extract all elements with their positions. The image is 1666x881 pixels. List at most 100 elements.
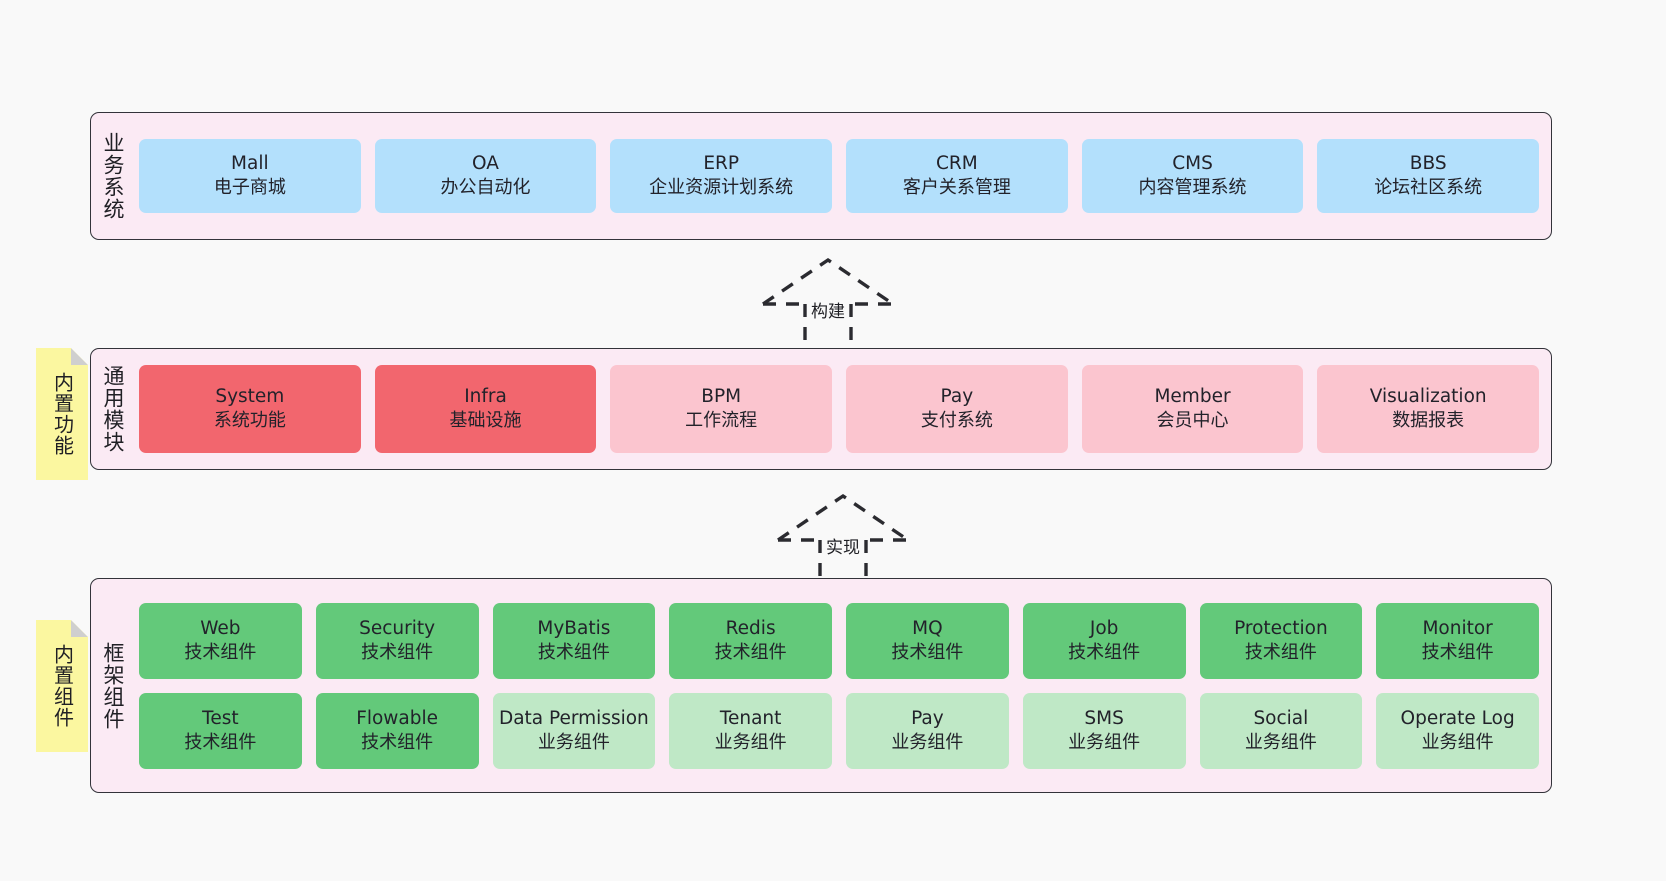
card-cms[interactable]: CMS 内容管理系统 (1081, 139, 1304, 213)
note-builtin-features-label: 内置功能 (50, 372, 75, 456)
card-test-en: Test (202, 707, 239, 729)
framework-row-technical: Web 技术组件 Security 技术组件 MyBatis 技术组件 Redi… (139, 602, 1539, 679)
card-web-en: Web (200, 617, 241, 639)
connector-build-label: 构建 (808, 296, 848, 323)
card-infra-en: Infra (464, 386, 507, 408)
card-mq[interactable]: MQ 技术组件 (846, 602, 1009, 679)
layer-common-modules-title: 通用模块 (100, 365, 125, 453)
card-monitor[interactable]: Monitor 技术组件 (1376, 602, 1539, 679)
note-builtin-features: 内置功能 (36, 348, 88, 480)
card-protection-cn: 技术组件 (1244, 641, 1317, 663)
card-test-cn: 技术组件 (184, 731, 257, 753)
layer-business-systems-title: 业务系统 (100, 132, 125, 220)
card-monitor-cn: 技术组件 (1421, 641, 1494, 663)
card-job[interactable]: Job 技术组件 (1022, 602, 1186, 679)
connector-implement: 实现 (768, 488, 918, 588)
card-pay-module[interactable]: Pay 支付系统 (846, 365, 1068, 453)
card-member-cn: 会员中心 (1156, 410, 1229, 432)
card-flowable-en: Flowable (356, 707, 439, 729)
layer-framework-components: 框架组件 Web 技术组件 Security 技术组件 MyBatis 技术组件… (90, 578, 1552, 793)
card-oa-cn: 办公自动化 (440, 177, 531, 199)
card-flowable-cn: 技术组件 (361, 731, 434, 753)
card-mall[interactable]: Mall 电子商城 (139, 139, 361, 213)
card-infra[interactable]: Infra 基础设施 (374, 365, 597, 453)
card-sms[interactable]: SMS 业务组件 (1022, 692, 1186, 769)
common-modules-card-group: System 系统功能 Infra 基础设施 BPM 工作流程 Pay 支付系统… (133, 349, 1551, 469)
note-builtin-components: 内置组件 (36, 620, 88, 752)
card-job-cn: 技术组件 (1068, 641, 1141, 663)
card-bpm[interactable]: BPM 工作流程 (610, 365, 833, 453)
card-erp[interactable]: ERP 企业资源计划系统 (610, 139, 833, 213)
card-cms-cn: 内容管理系统 (1138, 177, 1247, 199)
card-mq-cn: 技术组件 (891, 641, 964, 663)
card-security-en: Security (359, 617, 436, 639)
card-security[interactable]: Security 技术组件 (315, 602, 479, 679)
card-system-cn: 系统功能 (213, 410, 286, 432)
card-erp-cn: 企业资源计划系统 (649, 177, 794, 199)
card-redis-cn: 技术组件 (714, 641, 787, 663)
card-mybatis-cn: 技术组件 (537, 641, 610, 663)
card-mq-en: MQ (912, 617, 943, 639)
card-bpm-en: BPM (701, 386, 742, 408)
card-social-en: Social (1253, 707, 1309, 729)
note-builtin-components-label: 内置组件 (50, 644, 75, 728)
card-flowable[interactable]: Flowable 技术组件 (315, 692, 479, 769)
card-redis-en: Redis (725, 617, 776, 639)
framework-components-card-group: Web 技术组件 Security 技术组件 MyBatis 技术组件 Redi… (133, 579, 1551, 792)
card-social[interactable]: Social 业务组件 (1199, 692, 1363, 769)
card-bpm-cn: 工作流程 (685, 410, 758, 432)
card-monitor-en: Monitor (1422, 617, 1493, 639)
note-fold-corner-icon (71, 348, 88, 365)
card-erp-en: ERP (703, 153, 740, 175)
card-data-permission[interactable]: Data Permission 业务组件 (492, 692, 656, 769)
card-operate-log[interactable]: Operate Log 业务组件 (1376, 692, 1539, 769)
card-redis[interactable]: Redis 技术组件 (669, 602, 832, 679)
card-tenant-en: Tenant (719, 707, 782, 729)
card-pay-component-cn: 业务组件 (891, 731, 964, 753)
card-protection[interactable]: Protection 技术组件 (1199, 602, 1363, 679)
card-pay-component-en: Pay (911, 707, 944, 729)
card-member[interactable]: Member 会员中心 (1081, 365, 1304, 453)
card-oa-en: OA (472, 153, 499, 175)
card-system[interactable]: System 系统功能 (139, 365, 361, 453)
card-member-en: Member (1154, 386, 1231, 408)
card-bbs-cn: 论坛社区系统 (1374, 177, 1483, 199)
card-visualization-cn: 数据报表 (1392, 410, 1465, 432)
card-test[interactable]: Test 技术组件 (139, 692, 302, 769)
card-visualization-en: Visualization (1369, 386, 1487, 408)
card-crm-en: CRM (935, 153, 978, 175)
card-mybatis-en: MyBatis (537, 617, 611, 639)
card-pay-component[interactable]: Pay 业务组件 (846, 692, 1009, 769)
card-oa[interactable]: OA 办公自动化 (374, 139, 597, 213)
business-systems-card-group: Mall 电子商城 OA 办公自动化 ERP 企业资源计划系统 CRM 客户关系… (133, 113, 1551, 239)
card-mybatis[interactable]: MyBatis 技术组件 (492, 602, 656, 679)
card-job-en: Job (1089, 617, 1119, 639)
card-bbs-en: BBS (1409, 153, 1447, 175)
card-tenant[interactable]: Tenant 业务组件 (669, 692, 832, 769)
card-crm[interactable]: CRM 客户关系管理 (846, 139, 1068, 213)
card-crm-cn: 客户关系管理 (902, 177, 1011, 199)
card-operate-log-en: Operate Log (1400, 707, 1515, 729)
card-visualization[interactable]: Visualization 数据报表 (1317, 365, 1540, 453)
card-tenant-cn: 业务组件 (714, 731, 787, 753)
card-sms-cn: 业务组件 (1068, 731, 1141, 753)
card-mall-en: Mall (231, 153, 269, 175)
card-protection-en: Protection (1234, 617, 1328, 639)
card-mall-cn: 电子商城 (213, 177, 286, 199)
card-web-cn: 技术组件 (184, 641, 257, 663)
card-operate-log-cn: 业务组件 (1421, 731, 1494, 753)
note-fold-corner-icon (71, 620, 88, 637)
layer-framework-components-title: 框架组件 (100, 641, 125, 730)
card-security-cn: 技术组件 (361, 641, 434, 663)
connector-implement-label: 实现 (823, 532, 863, 559)
card-system-en: System (215, 386, 285, 408)
card-web[interactable]: Web 技术组件 (139, 602, 302, 679)
card-social-cn: 业务组件 (1244, 731, 1317, 753)
card-pay-module-cn: 支付系统 (920, 410, 993, 432)
card-data-permission-cn: 业务组件 (537, 731, 610, 753)
connector-build: 构建 (753, 252, 903, 352)
card-pay-module-en: Pay (940, 386, 974, 408)
card-cms-en: CMS (1172, 153, 1213, 175)
card-bbs[interactable]: BBS 论坛社区系统 (1317, 139, 1540, 213)
